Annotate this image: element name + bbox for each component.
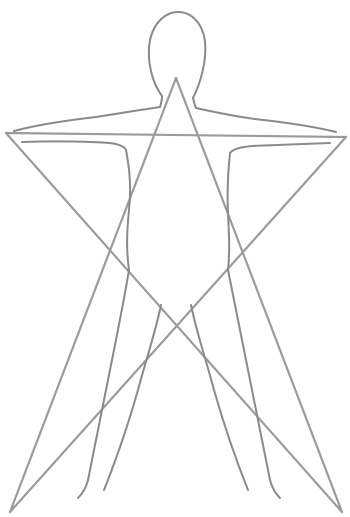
- right-arm-lower-edge: [230, 143, 330, 153]
- left-leg-outer: [88, 270, 129, 480]
- left-foot: [78, 480, 88, 498]
- pentagram: [6, 78, 346, 512]
- right-shoulder-upper-arm: [196, 108, 336, 132]
- left-arm-lower-edge: [22, 141, 126, 150]
- star-line-left-to-bottom-right: [6, 133, 342, 512]
- right-leg-outer: [228, 270, 270, 480]
- human-figure: [14, 12, 336, 498]
- neck-right: [193, 98, 196, 108]
- right-foot: [270, 480, 280, 498]
- head-outline: [149, 12, 205, 98]
- star-line-horizontal: [6, 133, 346, 137]
- star-line-top-to-bottom-left: [10, 78, 176, 512]
- left-shoulder-upper-arm: [14, 107, 160, 131]
- neck-left: [160, 96, 162, 107]
- torso-right-side: [228, 153, 230, 270]
